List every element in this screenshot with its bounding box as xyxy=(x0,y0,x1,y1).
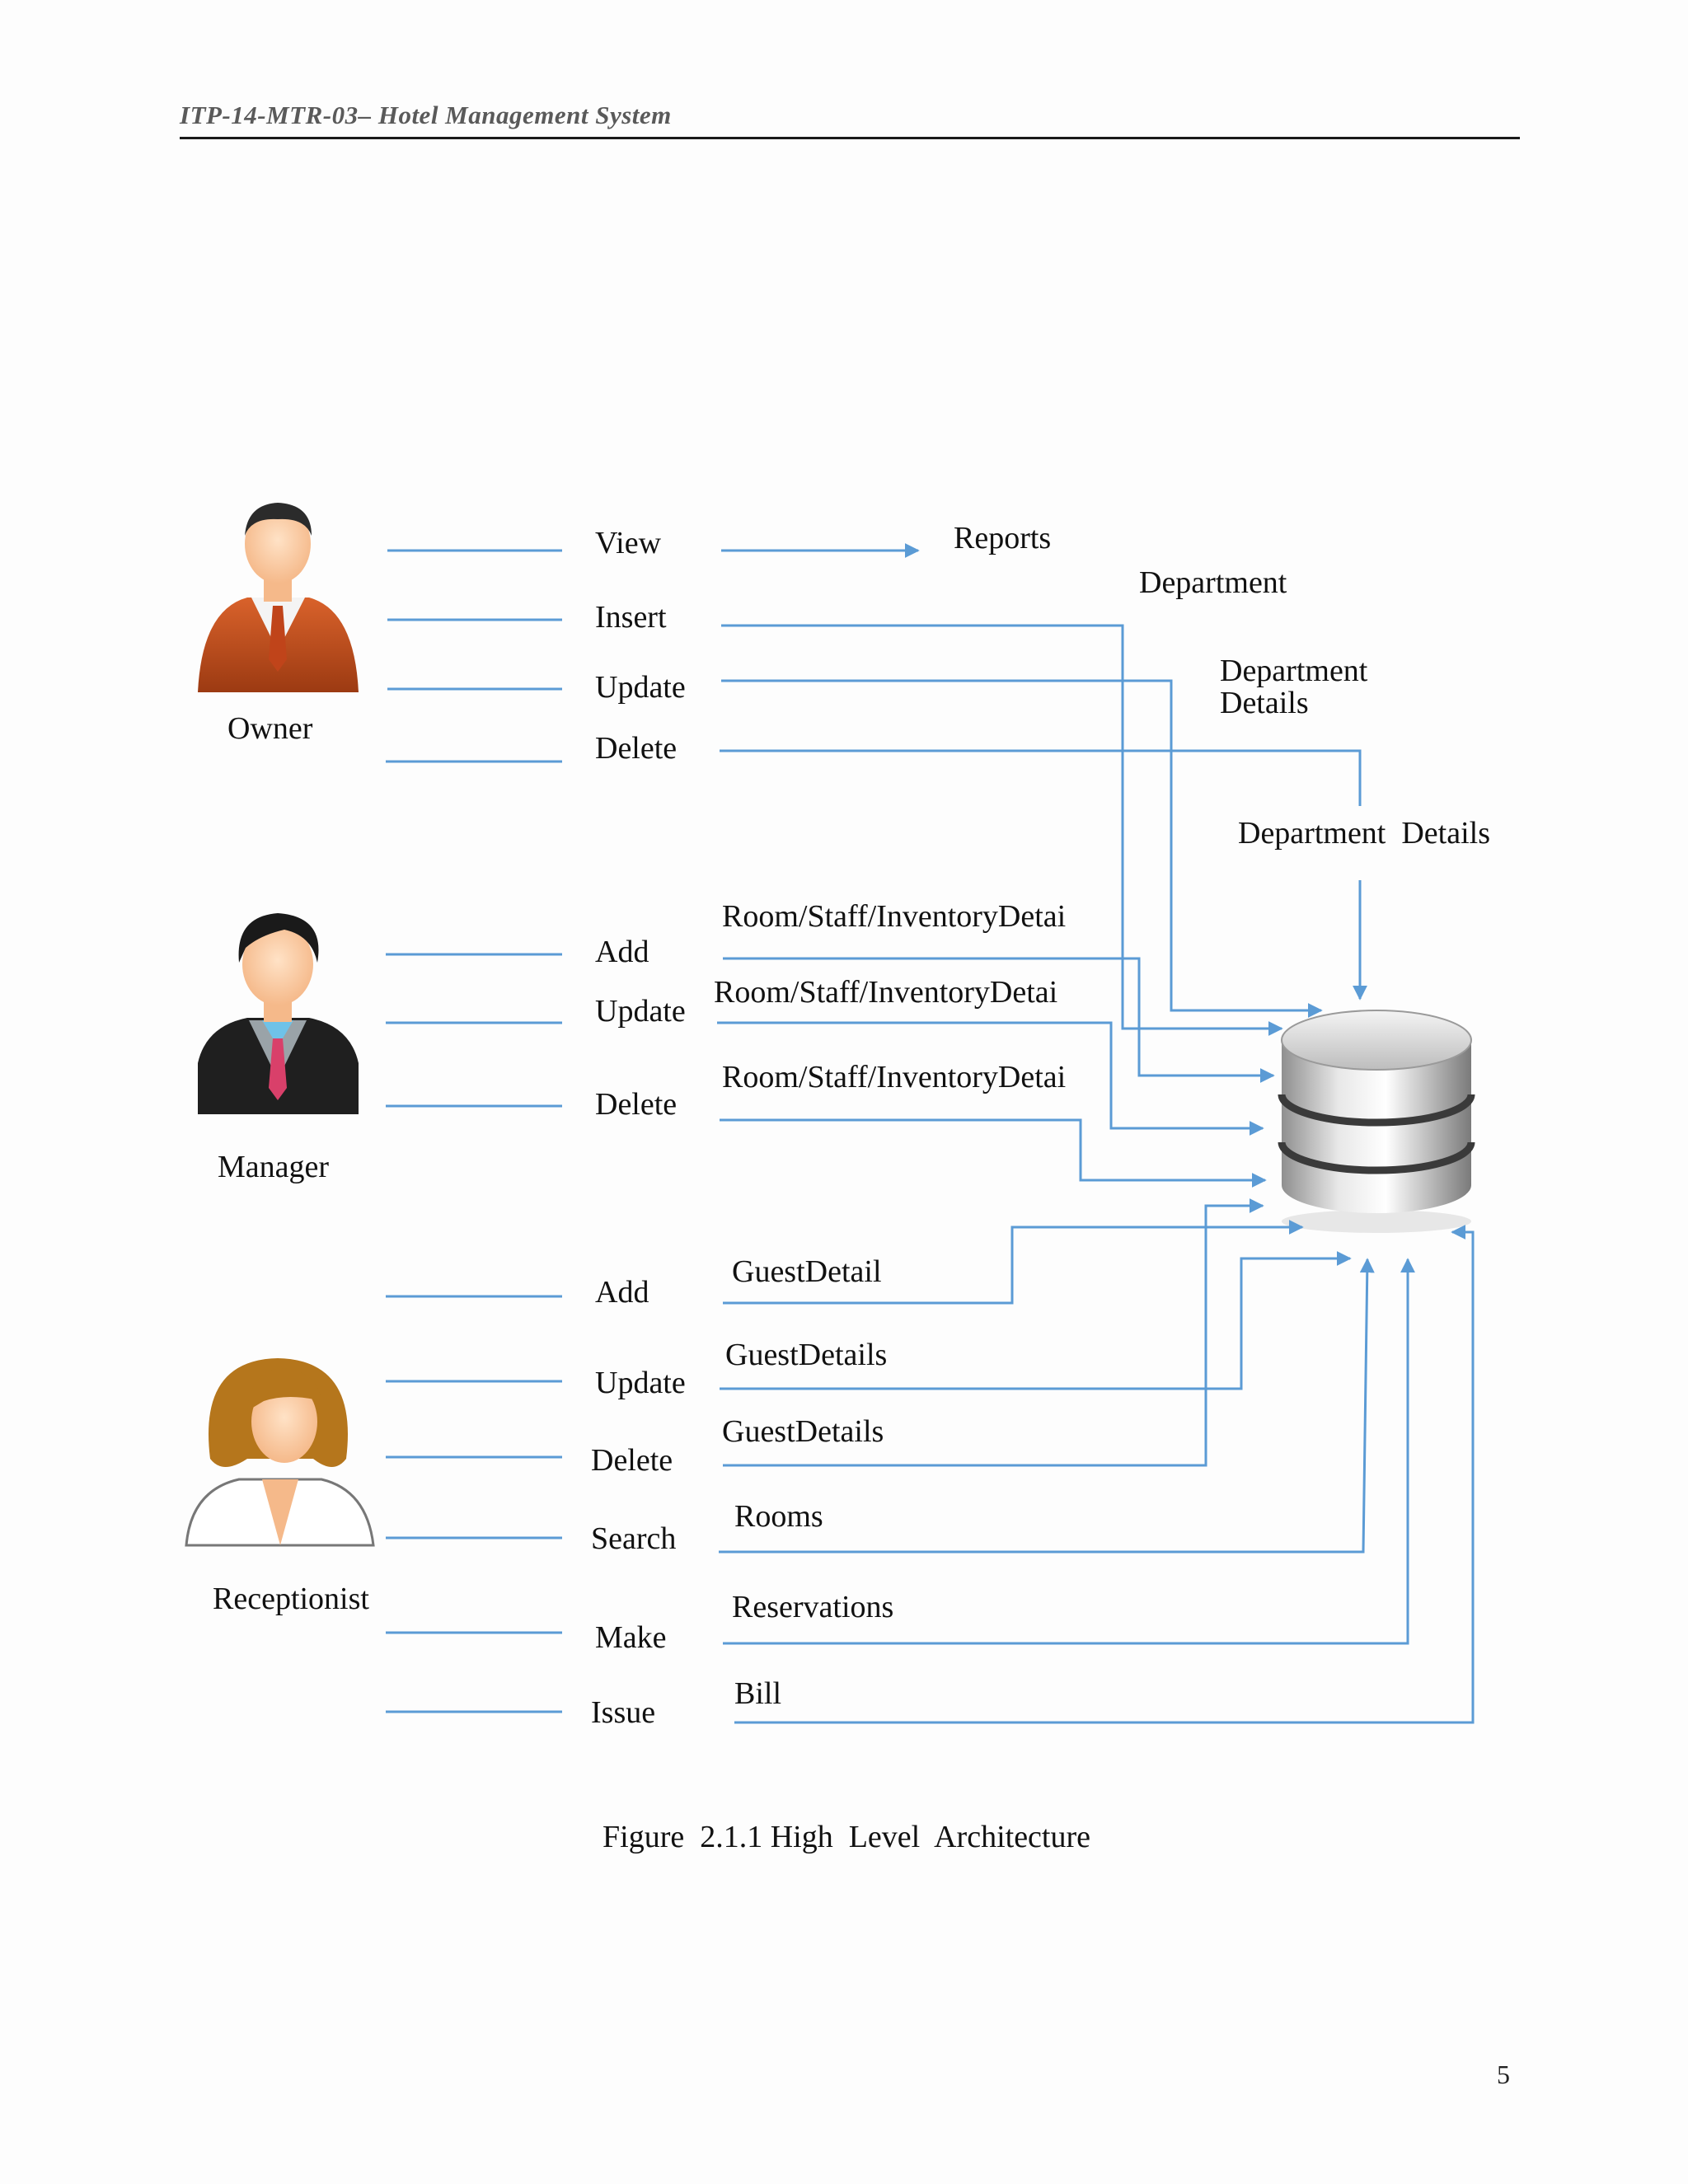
object-guest-detail-add: GuestDetail xyxy=(732,1254,882,1289)
object-room-staff-inventory-delete: Room/Staff/InventoryDetai xyxy=(722,1060,1066,1094)
receptionist-action-issue: Issue xyxy=(591,1695,655,1730)
owner-label: Owner xyxy=(227,711,313,746)
receptionist-action-make: Make xyxy=(595,1620,667,1655)
page-number: 5 xyxy=(1497,2060,1510,2089)
owner-action-delete: Delete xyxy=(595,731,677,766)
figure-caption: Figure 2.1.1 High Level Architecture xyxy=(603,1820,1090,1854)
object-reservations: Reservations xyxy=(732,1590,893,1624)
object-rooms: Rooms xyxy=(734,1499,823,1534)
manager-action-delete: Delete xyxy=(595,1087,677,1122)
receptionist-action-delete: Delete xyxy=(591,1443,673,1478)
owner-action-view: View xyxy=(595,526,662,560)
object-department: Department xyxy=(1139,565,1287,600)
object-guest-details-update: GuestDetails xyxy=(725,1338,887,1372)
object-guest-details-delete: GuestDetails xyxy=(722,1414,884,1449)
object-reports: Reports xyxy=(954,521,1051,555)
database-icon xyxy=(1278,1010,1475,1233)
owner-action-insert: Insert xyxy=(595,600,667,635)
receptionist-action-search: Search xyxy=(591,1521,676,1556)
connector-lines xyxy=(717,543,1475,1724)
document-header: ITP-14-MTR-03– Hotel Management System xyxy=(180,101,672,129)
manager-label: Manager xyxy=(218,1150,329,1184)
object-department-details: Department Details xyxy=(1238,816,1490,851)
manager-action-update: Update xyxy=(595,994,686,1029)
header-rule xyxy=(180,137,1520,139)
actor-action-lines xyxy=(386,549,562,1713)
manager-action-add: Add xyxy=(595,935,649,969)
object-room-staff-inventory-add: Room/Staff/InventoryDetai xyxy=(722,899,1066,934)
object-room-staff-inventory-update: Room/Staff/InventoryDetai xyxy=(714,975,1057,1010)
owner-action-update: Update xyxy=(595,670,686,705)
manager-avatar-icon xyxy=(198,913,359,1114)
object-department-details-line1: Department xyxy=(1220,654,1368,688)
object-department-details-line2: Details xyxy=(1220,686,1309,720)
receptionist-action-update: Update xyxy=(595,1366,686,1400)
object-bill: Bill xyxy=(734,1676,781,1711)
owner-avatar-icon xyxy=(198,503,359,692)
receptionist-avatar-icon xyxy=(185,1358,375,1547)
receptionist-label: Receptionist xyxy=(213,1582,369,1616)
receptionist-action-add: Add xyxy=(595,1275,649,1310)
